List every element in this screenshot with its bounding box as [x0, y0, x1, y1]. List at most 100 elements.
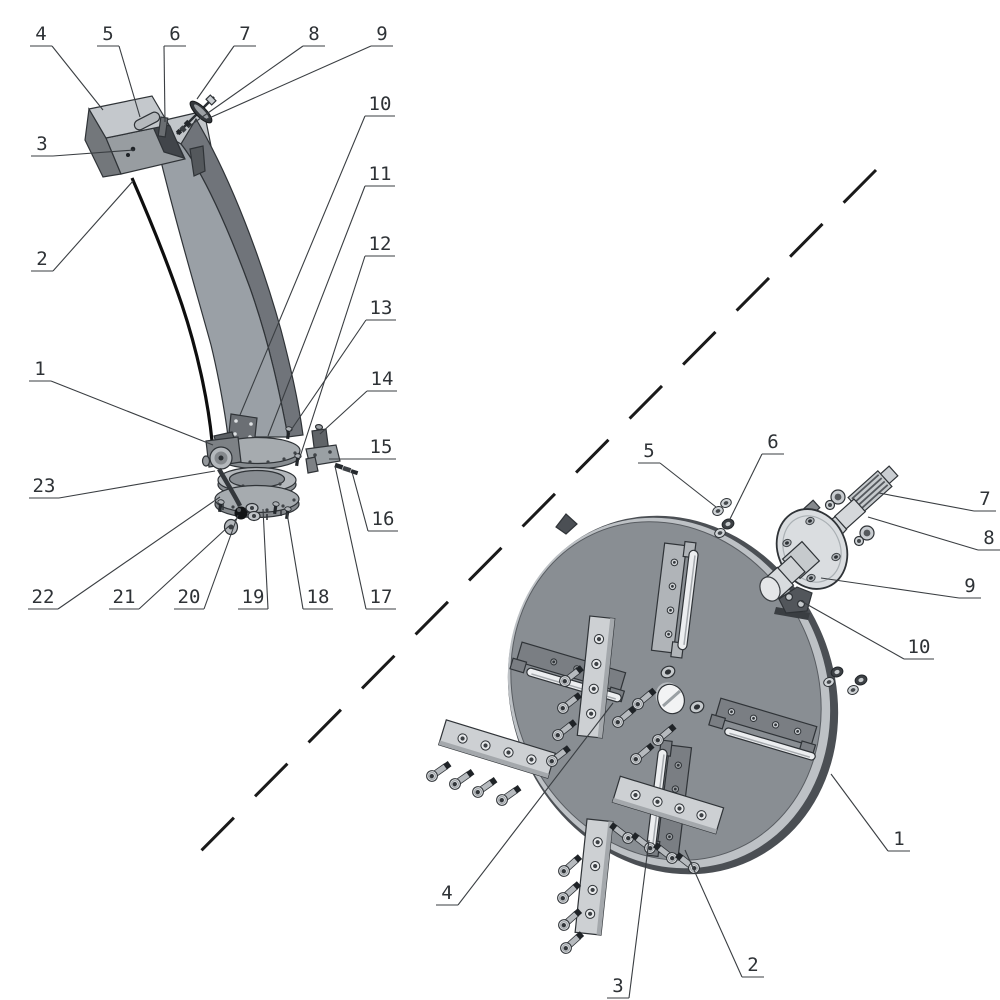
callout-11: 11 — [267, 163, 395, 437]
callout-label: 9 — [376, 23, 387, 45]
flange-bolt-dot — [231, 505, 235, 509]
socket-screw — [426, 761, 452, 782]
socket-screw — [559, 665, 584, 687]
dashed-divider-line — [184, 168, 878, 868]
callout-6: 6 — [728, 431, 784, 522]
callout-23: 23 — [29, 470, 216, 499]
callout-10: 10 — [239, 93, 395, 416]
callout-label: 19 — [242, 586, 265, 608]
callout-label: 7 — [979, 488, 990, 510]
bolt — [217, 499, 225, 513]
washer — [847, 685, 859, 695]
flange-bolt-dot — [248, 460, 252, 464]
callout-label: 9 — [964, 575, 975, 597]
callout-19: 19 — [238, 508, 269, 610]
leader-line — [267, 185, 366, 437]
callout-9: 9 — [820, 575, 981, 599]
chute-fin — [189, 145, 206, 177]
deflector-cap — [84, 95, 186, 178]
callout-label: 18 — [307, 586, 330, 608]
leader-line — [187, 45, 304, 128]
callout-5: 5 — [638, 440, 717, 508]
socket-screw — [472, 777, 498, 798]
flange-bolt-dot — [282, 457, 286, 461]
leader-line — [659, 462, 717, 508]
callout-label: 11 — [369, 163, 392, 185]
callout-label: 15 — [370, 436, 393, 458]
flange-bolt-dot — [278, 482, 282, 486]
cap-screw — [126, 153, 130, 157]
callout-label: 2 — [36, 248, 47, 270]
control-cable — [130, 177, 214, 442]
leader-line — [286, 512, 304, 610]
callout-label: 12 — [369, 233, 392, 255]
leader-line — [50, 380, 214, 446]
flange-bolt-dot — [266, 460, 270, 464]
callout-8: 8 — [867, 516, 1000, 551]
callout-16: 16 — [351, 471, 398, 532]
leader-line — [820, 577, 960, 599]
callout-7: 7 — [196, 23, 256, 100]
socket-screw — [552, 719, 577, 741]
callout-label: 8 — [308, 23, 319, 45]
leader-line — [867, 516, 979, 551]
callout-14: 14 — [319, 368, 397, 435]
callout-12: 12 — [298, 233, 395, 461]
leader-line — [288, 319, 367, 434]
leader-line — [728, 453, 763, 522]
callout-3: 3 — [607, 839, 650, 999]
knife-slot-right — [708, 697, 818, 761]
leader-line — [830, 773, 889, 852]
callout-1: 1 — [830, 773, 910, 852]
rim-tab — [555, 513, 578, 535]
leader-line — [334, 465, 367, 610]
socket-screw — [630, 742, 655, 765]
callout-6: 6 — [163, 23, 186, 123]
cap-tab — [157, 116, 169, 138]
washer — [823, 677, 835, 687]
leader-line — [51, 45, 104, 111]
leader-line — [628, 839, 650, 999]
bolt — [272, 501, 280, 515]
washer — [714, 528, 726, 538]
callout-label: 2 — [747, 954, 758, 976]
blade-bar-bottom — [574, 818, 614, 936]
callout-4: 4 — [436, 702, 614, 906]
socket-screw — [560, 931, 585, 954]
cap-handle — [133, 111, 161, 131]
callout-2: 2 — [684, 849, 764, 978]
socket-screw — [612, 705, 637, 728]
callout-5: 5 — [97, 23, 141, 118]
blade-bar-right — [611, 775, 725, 835]
callout-9: 9 — [206, 23, 393, 120]
drive-shaft-assembly — [759, 465, 899, 602]
hex-nut — [721, 518, 735, 530]
section-divider — [184, 168, 878, 868]
callout-15: 15 — [329, 436, 396, 460]
blade-bar-upper — [576, 615, 616, 739]
leader-line — [457, 702, 614, 906]
leader-line — [52, 149, 135, 157]
blade-bar-left — [437, 719, 557, 779]
flange-bolt-dot — [281, 504, 285, 508]
leader-line — [684, 849, 743, 978]
leader-line — [203, 514, 239, 610]
callout-label: 6 — [767, 431, 778, 453]
leader-line — [351, 471, 369, 532]
leader-line — [239, 115, 366, 416]
callout-label: 5 — [102, 23, 113, 45]
pto-spline — [847, 469, 893, 515]
callout-20: 20 — [174, 514, 239, 610]
knife-slot-top — [650, 540, 699, 659]
socket-screw — [652, 723, 677, 746]
callout-7: 7 — [878, 488, 996, 512]
washer — [720, 498, 732, 508]
socket-screw — [558, 854, 583, 877]
callout-label: 22 — [32, 586, 55, 608]
callout-label: 10 — [369, 93, 392, 115]
leader-line — [800, 600, 905, 660]
callout-label: 5 — [643, 440, 654, 462]
callout-8: 8 — [187, 23, 325, 128]
